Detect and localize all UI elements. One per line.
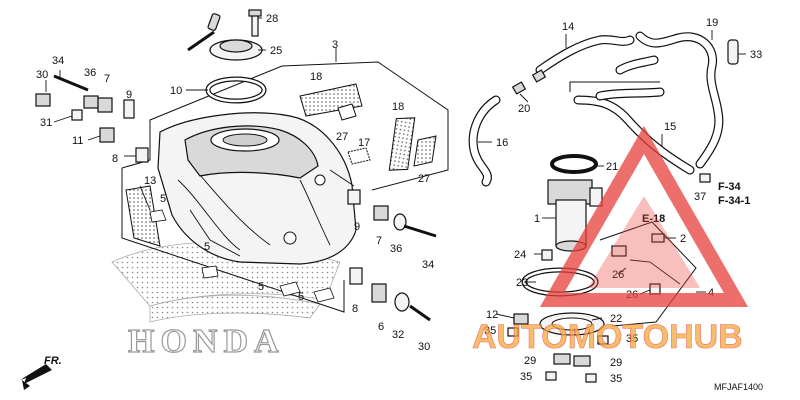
callout-18b: 18 [392,101,404,113]
callout-25: 25 [270,45,282,57]
small-hardware [507,233,665,383]
callout-36b: 36 [390,243,402,255]
callout-1: 1 [534,213,540,225]
callout-8b: 8 [352,303,358,315]
callout-10: 10 [170,85,182,97]
watermark-text: AUTOMOTOHUB [472,318,743,356]
callout-14: 14 [562,21,574,33]
callout-2: 2 [680,233,686,245]
callout-5b: 5 [204,241,210,253]
callout-18a: 18 [310,71,322,83]
sender-assembly-4 [599,221,697,327]
callout-5d: 5 [298,291,304,303]
callout-36a: 36 [84,67,96,79]
front-label: FR. [44,355,62,367]
hose-14 [511,35,635,95]
callout-27a: 27 [336,131,348,143]
callout-22: 22 [610,313,622,325]
callout-34a: 34 [52,55,64,67]
callout-30a: 30 [36,69,48,81]
ref-f34: F-34 [718,181,742,193]
ref-f34-1: F-34-1 [718,195,750,207]
leader-lines [45,17,746,321]
side-pad [125,185,335,303]
fuel-tank [157,112,357,265]
callout-9b: 9 [354,221,360,233]
filler-cap [187,9,263,61]
callout-16: 16 [496,137,508,149]
callout-5a: 5 [160,193,166,205]
callout-28: 28 [266,13,278,25]
callout-19: 19 [706,17,718,29]
hose-frame [569,81,660,92]
callout-27b: 27 [418,173,430,185]
tank-assembly-frame [121,168,345,313]
hose-16 [468,95,501,187]
callout-15: 15 [664,121,676,133]
watermark: AUTOMOTOHUB [472,125,749,356]
callout-17: 17 [358,137,370,149]
callout-7a: 7 [104,73,110,85]
left-mount-hardware [35,74,149,163]
callout-13: 13 [144,175,156,187]
callout-6: 6 [378,321,384,333]
callout-11: 11 [72,135,83,147]
callout-3: 3 [332,39,338,51]
callout-30b: 30 [418,341,430,353]
diagram-code: MFJAF1400 [714,382,763,392]
callout-29b: 29 [610,357,622,369]
ref-e18: E-18 [642,213,665,225]
callout-31: 31 [40,117,52,129]
callout-29a: 29 [524,355,536,367]
tank-assembly-frame-top [121,61,449,191]
honda-logo-text: HONDA [128,323,285,360]
callout-9a: 9 [126,89,132,101]
callout-20: 20 [518,103,530,115]
right-mount-hardware [347,189,437,322]
callout-12: 12 [486,309,498,321]
callout-35c: 35 [520,371,532,383]
callout-34b: 34 [422,259,434,271]
pump-plate-22 [539,312,605,336]
callout-35b: 35 [626,333,638,345]
hose-clip-33 [727,39,739,65]
callout-5c: 5 [258,281,264,293]
callout-8a: 8 [112,153,118,165]
callout-7b: 7 [376,235,382,247]
callout-35d: 35 [610,373,622,385]
callout-24: 24 [514,249,526,261]
hose-15 [573,87,695,175]
callout-21: 21 [606,161,618,173]
hose-19 [615,31,724,169]
callout-26a: 26 [612,269,624,281]
callout-37: 37 [694,191,706,203]
callout-numbers: 28 25 3 10 18 18 27 17 27 34 30 36 7 9 3… [36,13,762,385]
filler-gasket [205,76,267,104]
callout-23: 23 [516,277,528,289]
front-arrow: FR. [20,355,62,390]
foam-pads [299,83,437,171]
clamp-37 [699,173,711,183]
callout-33: 33 [750,49,762,61]
callout-32: 32 [392,329,404,341]
callout-35a: 35 [484,325,496,337]
